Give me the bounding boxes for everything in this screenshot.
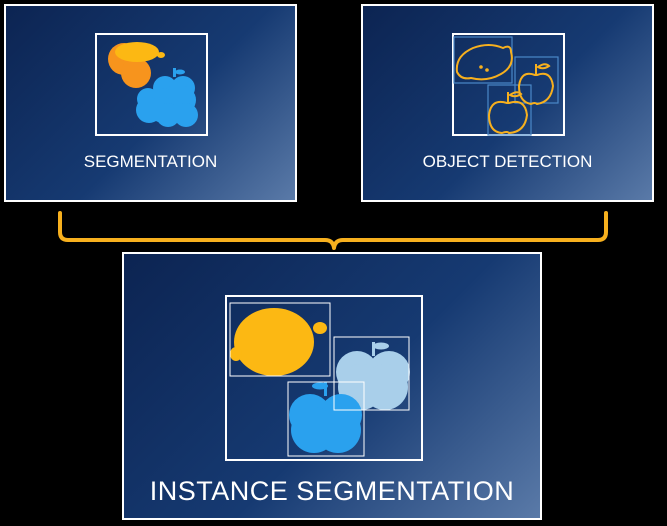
panel-label: INSTANCE SEGMENTATION [149,476,515,506]
lemon-icon [230,308,327,376]
object-detection-illustration [453,36,559,136]
object-detection-panel: OBJECT DETECTION [361,4,654,202]
bounding-boxes [453,36,559,136]
panel-label: SEGMENTATION [83,152,218,171]
bounding-boxes [229,302,410,457]
panel-label: OBJECT DETECTION [422,152,593,171]
lemon-icon [115,42,165,62]
image-frame [95,33,208,136]
segmentation-panel: SEGMENTATION [4,4,297,202]
instance-segmentation-illustration [229,302,410,457]
apple-icon [136,68,198,127]
apple-icon [289,382,362,453]
lemon-icon [455,44,513,81]
image-frame [225,295,423,461]
apple-icon [487,91,529,135]
instance-segmentation-panel: INSTANCE SEGMENTATION [122,252,542,520]
apple-icon [517,63,555,106]
segmentation-illustration [108,42,198,127]
